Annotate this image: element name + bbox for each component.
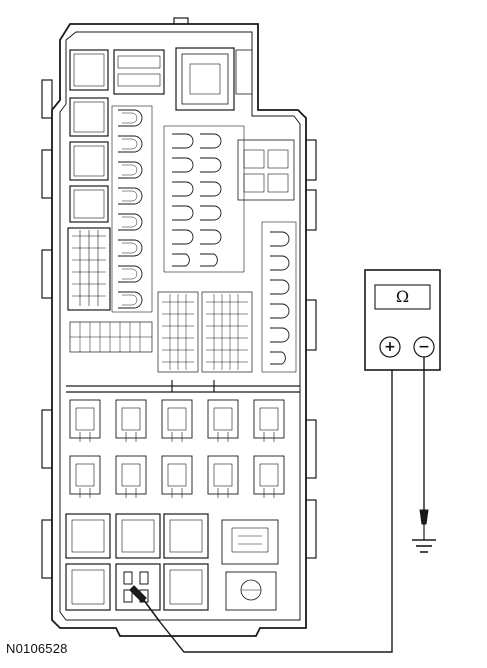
fuse-box-housing <box>41 17 317 637</box>
bottom-relay-cavities <box>65 513 209 611</box>
test-cavity-terminals <box>123 571 149 603</box>
ground-probe <box>419 509 429 525</box>
cartridge-fuses-right-column <box>261 221 297 373</box>
mini-fuse-row-lower-left <box>69 321 153 353</box>
cartridge-fuses-left-column <box>111 105 153 313</box>
ground-symbol-icon <box>412 539 436 553</box>
relay-sockets-lower <box>69 399 285 498</box>
upper-left-fuse-block <box>67 227 111 311</box>
positive-terminal-label: + <box>384 339 396 355</box>
cartridge-fuses-center <box>163 125 245 273</box>
positive-terminal-icon <box>379 336 401 358</box>
positive-test-lead <box>159 356 393 653</box>
negative-terminal-label: − <box>418 339 430 355</box>
ohmmeter <box>364 269 441 371</box>
mini-fuse-blocks-center <box>157 291 253 373</box>
upper-relays-left <box>69 49 109 223</box>
top-small-modules <box>113 47 253 111</box>
upper-right-relays <box>237 139 295 201</box>
figure-id: N0106528 <box>6 641 68 656</box>
test-probe <box>129 585 161 623</box>
bottom-right-connector <box>221 519 279 611</box>
meter-display-symbol: Ω <box>395 287 410 306</box>
